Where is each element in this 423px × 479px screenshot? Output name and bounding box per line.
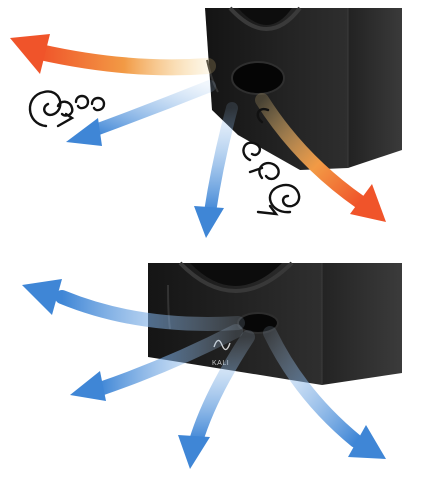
airflow-arrow-icon: [66, 80, 238, 238]
airflow-arrow-icon: [22, 279, 386, 469]
laminar-port-svg: KALI: [22, 261, 402, 469]
laminar-port-illustration: KALI: [0, 245, 423, 479]
turbulence-swirl-icon: [28, 90, 301, 216]
speaker-cabinet-icon: [205, 6, 402, 170]
kali-logo-text: KALI: [212, 360, 229, 367]
airflow-arrow-icon: [10, 34, 386, 222]
turbulent-port-illustration: [10, 6, 402, 238]
turbulent-port-svg: [10, 6, 402, 238]
